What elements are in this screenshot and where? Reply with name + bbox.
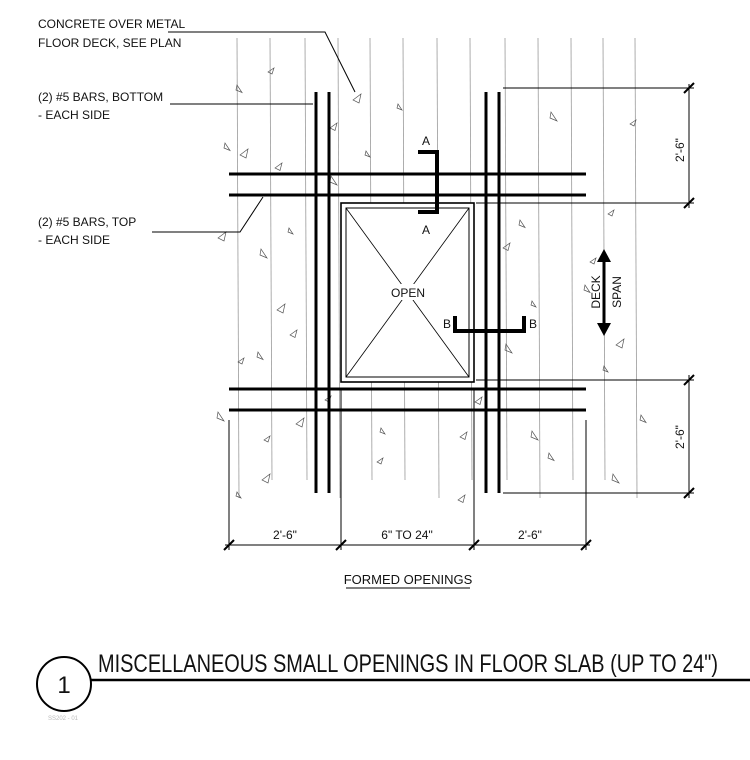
dimension-bottom-right: 2'-6" <box>673 425 687 449</box>
note-top-bars-line1: (2) #5 BARS, TOP <box>38 215 136 229</box>
aggregate-triangle <box>289 329 298 339</box>
section-cut-b: B B <box>443 316 537 333</box>
dimension-vertical-bottom <box>476 374 695 499</box>
aggregate-triangle <box>295 417 305 428</box>
section-a-top-label: A <box>422 134 430 148</box>
aggregate-triangle <box>639 414 647 424</box>
dimension-left: 2'-6" <box>273 528 297 542</box>
aggregate-triangle <box>256 351 264 361</box>
dimension-top-right: 2'-6" <box>673 138 687 162</box>
aggregate-triangle <box>615 338 625 349</box>
deck-rib-line <box>304 37 308 481</box>
aggregate-triangle <box>474 396 483 406</box>
section-a-bottom-label: A <box>422 223 430 237</box>
rebar-group <box>229 92 586 493</box>
aggregate-triangle <box>276 303 286 314</box>
deck-rib-line <box>570 37 574 481</box>
aggregate-triangle <box>457 494 466 504</box>
aggregate-triangle <box>216 411 225 422</box>
aggregate-triangle <box>235 84 243 94</box>
aggregate-triangle <box>583 284 591 294</box>
aggregate-triangle <box>237 357 245 365</box>
detail-number: 1 <box>57 672 70 699</box>
detail-title: MISCELLANEOUS SMALL OPENINGS IN FLOOR SL… <box>98 650 718 678</box>
aggregate-triangle <box>376 457 384 465</box>
section-cut-a: A A <box>418 134 439 237</box>
aggregate-triangle <box>239 148 249 159</box>
leader-lines <box>152 31 356 233</box>
formed-opening: OPEN <box>340 202 475 383</box>
deck-span-label-span: SPAN <box>610 276 624 308</box>
detail-number-bubble <box>36 656 92 712</box>
aggregate-triangle <box>518 219 526 229</box>
aggregate-triangle <box>459 431 468 441</box>
aggregate-triangle <box>611 473 620 484</box>
aggregate-triangle <box>364 150 371 158</box>
section-b-right-label: B <box>529 317 537 331</box>
aggregate-triangle <box>352 93 362 104</box>
deck-span-indicator: DECK SPAN <box>589 249 624 336</box>
formed-openings-subtitle: FORMED OPENINGS <box>344 572 473 587</box>
detail-reference: SS202 - 01 <box>48 716 79 722</box>
opening-label: OPEN <box>391 286 425 300</box>
aggregate-triangle <box>235 491 242 499</box>
aggregate-triangle <box>504 343 513 354</box>
detail-title-block: 1 MISCELLANEOUS SMALL OPENINGS IN FLOOR … <box>36 650 750 722</box>
aggregate-triangle <box>379 427 386 435</box>
aggregate-triangle <box>530 300 537 308</box>
note-concrete-line2: FLOOR DECK, SEE PLAN <box>38 36 181 50</box>
dimension-right: 2'-6" <box>518 528 542 542</box>
aggregate-triangle <box>274 162 283 172</box>
aggregate-triangle <box>602 365 609 373</box>
deck-rib-line <box>337 37 341 499</box>
aggregate-triangle <box>329 175 338 186</box>
note-concrete-line1: CONCRETE OVER METAL <box>38 17 185 31</box>
callout-notes: CONCRETE OVER METAL FLOOR DECK, SEE PLAN… <box>38 17 185 247</box>
dimension-horizontal <box>223 390 592 551</box>
aggregate-triangle <box>263 435 271 443</box>
dimension-vertical-top <box>476 82 695 209</box>
concrete-aggregate-hatch <box>216 67 647 504</box>
aggregate-triangle <box>261 473 271 484</box>
aggregate-triangle <box>217 231 227 242</box>
note-bottom-bars-line1: (2) #5 BARS, BOTTOM <box>38 90 163 104</box>
aggregate-triangle <box>629 119 637 127</box>
deck-rib-line <box>537 37 541 499</box>
aggregate-triangle <box>502 242 511 252</box>
deck-rib-line <box>269 37 273 481</box>
dimension-middle: 6" TO 24" <box>381 528 432 542</box>
aggregate-triangle <box>589 257 597 265</box>
note-top-bars-line2: - EACH SIDE <box>38 233 110 247</box>
deck-rib-line <box>504 37 508 481</box>
aggregate-triangle <box>396 103 403 111</box>
aggregate-triangle <box>530 430 539 441</box>
aggregate-triangle <box>547 452 555 462</box>
section-b-left-label: B <box>443 317 451 331</box>
aggregate-triangle <box>259 248 268 259</box>
aggregate-triangle <box>329 122 338 132</box>
deck-rib-line <box>634 37 638 499</box>
deck-rib-line <box>236 37 240 499</box>
aggregate-triangle <box>223 142 231 152</box>
aggregate-triangle <box>549 111 558 122</box>
aggregate-triangle <box>607 209 615 217</box>
aggregate-triangle <box>267 67 275 75</box>
aggregate-triangle <box>287 227 294 235</box>
deck-span-label-deck: DECK <box>589 275 603 308</box>
note-bottom-bars-line2: - EACH SIDE <box>38 108 110 122</box>
